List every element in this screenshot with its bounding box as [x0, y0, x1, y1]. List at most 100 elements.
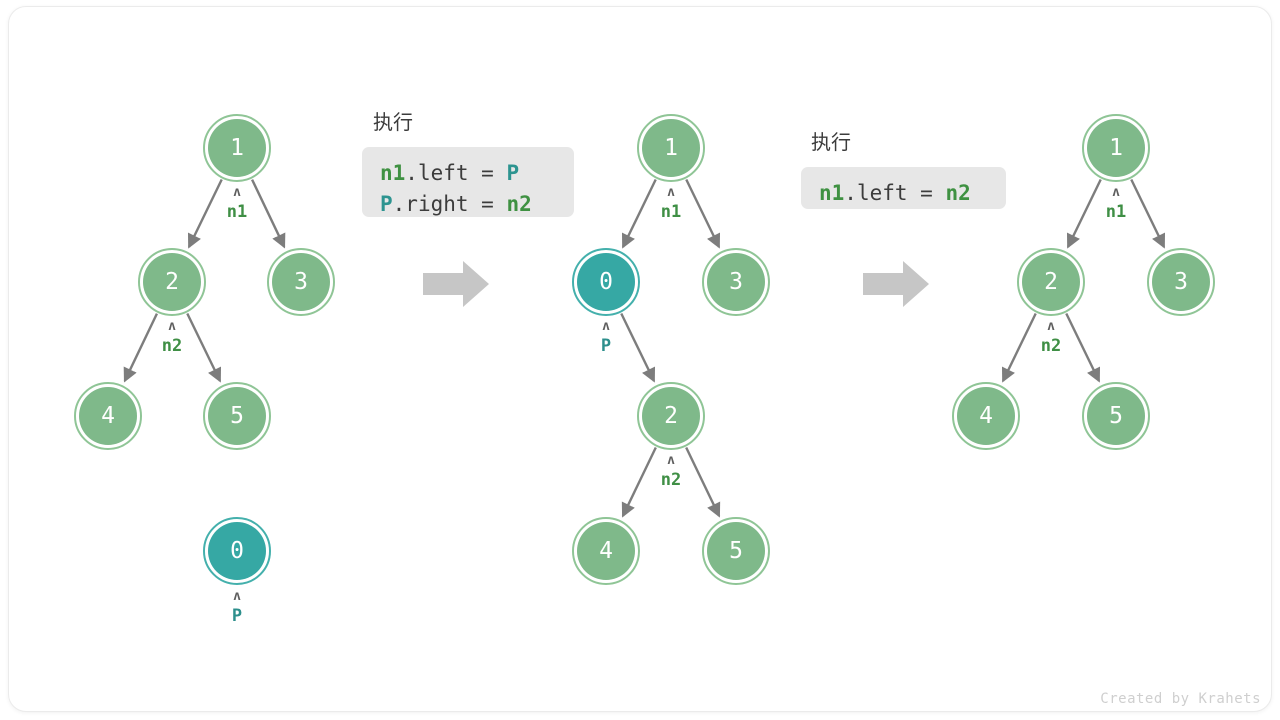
tree-node-5[interactable]: 5 [203, 382, 271, 450]
caret-icon: ʌ [233, 185, 241, 200]
node-fill [208, 119, 266, 177]
tree-edge [620, 312, 656, 383]
tree-node-0[interactable]: 0 [572, 248, 640, 316]
node-value: 3 [294, 268, 308, 295]
node-value: 4 [599, 537, 613, 564]
tree-edge [186, 312, 222, 383]
node-value: 3 [729, 268, 743, 295]
node-ring [203, 114, 271, 182]
tree-node-3[interactable]: 3 [267, 248, 335, 316]
node-fill [79, 387, 137, 445]
node-ring [203, 382, 271, 450]
node-value: 2 [1044, 268, 1058, 295]
tree-node-3[interactable]: 3 [702, 248, 770, 316]
node-fill [642, 119, 700, 177]
node-ring [702, 517, 770, 585]
tree-edge [1130, 178, 1166, 249]
code-token: n1 [380, 161, 406, 185]
tree-node-2[interactable]: 2 [637, 382, 705, 450]
node-fill [143, 253, 201, 311]
node-ring [1017, 248, 1085, 316]
flow-arrows-layer [9, 7, 1271, 711]
node-fill [208, 522, 266, 580]
flow-arrow-1 [423, 259, 491, 314]
node-ring [138, 248, 206, 316]
pointer-name: n2 [161, 336, 183, 356]
node-fill [707, 253, 765, 311]
node-ring [1082, 382, 1150, 450]
code-token: n1 [819, 181, 845, 205]
tree-node-1[interactable]: 1 [1082, 114, 1150, 182]
tree-edge [1066, 178, 1102, 249]
code-line: P.right = n2 [380, 189, 556, 220]
pointer-name: P [231, 606, 243, 626]
node-fill [577, 522, 635, 580]
tree-edge [685, 447, 721, 518]
node-fill [707, 522, 765, 580]
code-line: n1.left = n2 [819, 178, 988, 209]
node-fill [1022, 253, 1080, 311]
code-token: .right = [392, 192, 507, 216]
node-fill [272, 253, 330, 311]
caret-icon: ʌ [1047, 319, 1055, 334]
node-value: 2 [664, 402, 678, 429]
node-ring [572, 517, 640, 585]
code-token: n2 [945, 181, 971, 205]
node-fill [1087, 387, 1145, 445]
node-fill [1152, 253, 1210, 311]
caret-icon: ʌ [168, 319, 176, 334]
node-value: 5 [230, 402, 244, 429]
tree-node-1[interactable]: 1 [203, 114, 271, 182]
pointer-name: P [600, 336, 612, 356]
node-ring [1082, 114, 1150, 182]
tree-node-4[interactable]: 4 [952, 382, 1020, 450]
node-ring [702, 248, 770, 316]
right-arrow-icon [863, 261, 929, 307]
tree-node-2[interactable]: 2 [1017, 248, 1085, 316]
pointer-name: n1 [1105, 202, 1127, 222]
node-ring [952, 382, 1020, 450]
flow-arrow-2 [863, 259, 931, 314]
code-token: n2 [506, 192, 532, 216]
tree-node-4[interactable]: 4 [572, 517, 640, 585]
node-ring [267, 248, 335, 316]
code-token: .left = [405, 161, 507, 185]
caret-icon: ʌ [667, 453, 675, 468]
node-ring [74, 382, 142, 450]
tree-node-1[interactable]: 1 [637, 114, 705, 182]
edges-layer [123, 178, 1166, 518]
caret-icon: ʌ [667, 185, 675, 200]
tree-node-5[interactable]: 5 [1082, 382, 1150, 450]
code-token: P [506, 161, 520, 185]
tree-edge [685, 178, 721, 249]
node-value: 1 [1109, 134, 1123, 161]
node-ring [572, 248, 640, 316]
tree-node-0[interactable]: 0 [203, 517, 271, 585]
tree-edge [621, 447, 657, 518]
node-ring [1147, 248, 1215, 316]
node-fill [642, 387, 700, 445]
tree-node-5[interactable]: 5 [702, 517, 770, 585]
exec-label: 执行 [811, 130, 851, 154]
tree-node-4[interactable]: 4 [74, 382, 142, 450]
tree-node-2[interactable]: 2 [138, 248, 206, 316]
code-line: n1.left = P [380, 158, 556, 189]
caret-icon: ʌ [602, 319, 610, 334]
node-value: 2 [165, 268, 179, 295]
credit-watermark: Created by Krahets [1100, 691, 1261, 707]
tree-node-3[interactable]: 3 [1147, 248, 1215, 316]
code-token: .left = [844, 181, 946, 205]
tree-edge [187, 178, 223, 249]
node-fill [208, 387, 266, 445]
node-value: 1 [664, 134, 678, 161]
tree-edge [1001, 312, 1037, 383]
caret-icon: ʌ [233, 589, 241, 604]
